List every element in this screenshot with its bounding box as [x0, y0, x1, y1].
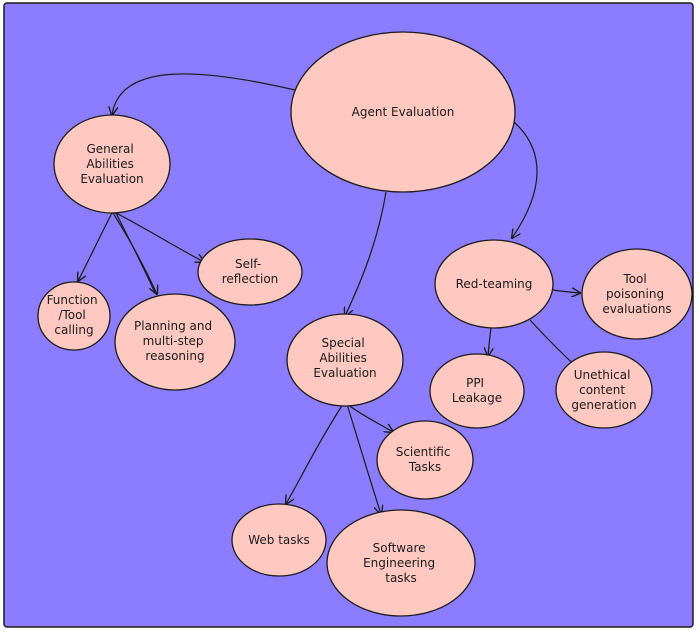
- label-web-tasks: Web tasks: [248, 533, 310, 547]
- edge-red-to-ppi: [488, 326, 491, 356]
- node-function-tool-calling[interactable]: [37, 281, 111, 351]
- node-web-tasks[interactable]: [231, 503, 327, 577]
- node-red-teaming[interactable]: [434, 239, 554, 329]
- label-scientific-tasks: Scientific Tasks: [396, 445, 455, 474]
- node-special-abilities-evaluation[interactable]: [286, 313, 404, 407]
- node-planning-reasoning[interactable]: [114, 293, 236, 391]
- edge-red-to-tool-poisoning: [552, 290, 580, 293]
- label-general-abilities-evaluation: General Abilities Evaluation: [80, 142, 143, 186]
- label-software-engineering-tasks: Software Engineering tasks: [363, 541, 439, 585]
- label-ppi-leakage: PPI Leakage: [452, 376, 502, 405]
- label-tool-poisoning-evaluations: Tool poisoning evaluations: [602, 272, 671, 316]
- label-red-teaming: Red-teaming: [456, 277, 533, 291]
- label-function-tool-calling: Function /Tool calling: [47, 293, 102, 337]
- edge-agent-to-special: [345, 191, 387, 316]
- edge-special-to-web: [286, 403, 344, 504]
- node-unethical-content-generation[interactable]: [555, 351, 653, 429]
- node-software-engineering-tasks[interactable]: [326, 509, 476, 617]
- node-scientific-tasks[interactable]: [376, 420, 474, 500]
- edge-agent-to-general: [112, 73, 296, 115]
- node-agent-evaluation[interactable]: [290, 31, 516, 193]
- label-agent-evaluation: Agent Evaluation: [352, 105, 455, 119]
- edge-general-to-function: [78, 212, 113, 281]
- label-planning-reasoning: Planning and multi-step reasoning: [134, 319, 216, 363]
- edge-general-to-planning-extra: [115, 212, 156, 294]
- edge-general-to-self-reflection: [115, 212, 204, 262]
- node-self-reflection[interactable]: [197, 238, 303, 306]
- edge-special-to-software: [346, 403, 381, 514]
- label-self-reflection: Self- reflection: [222, 257, 279, 286]
- label-special-abilities-evaluation: Special Abilities Evaluation: [313, 336, 376, 380]
- label-unethical-content-generation: Unethical content generation: [571, 368, 636, 412]
- edge-agent-to-red-teaming: [512, 121, 538, 238]
- node-tool-poisoning-evaluations[interactable]: [581, 248, 693, 340]
- node-general-abilities-evaluation[interactable]: [53, 114, 171, 214]
- node-ppi-leakage[interactable]: [429, 353, 525, 429]
